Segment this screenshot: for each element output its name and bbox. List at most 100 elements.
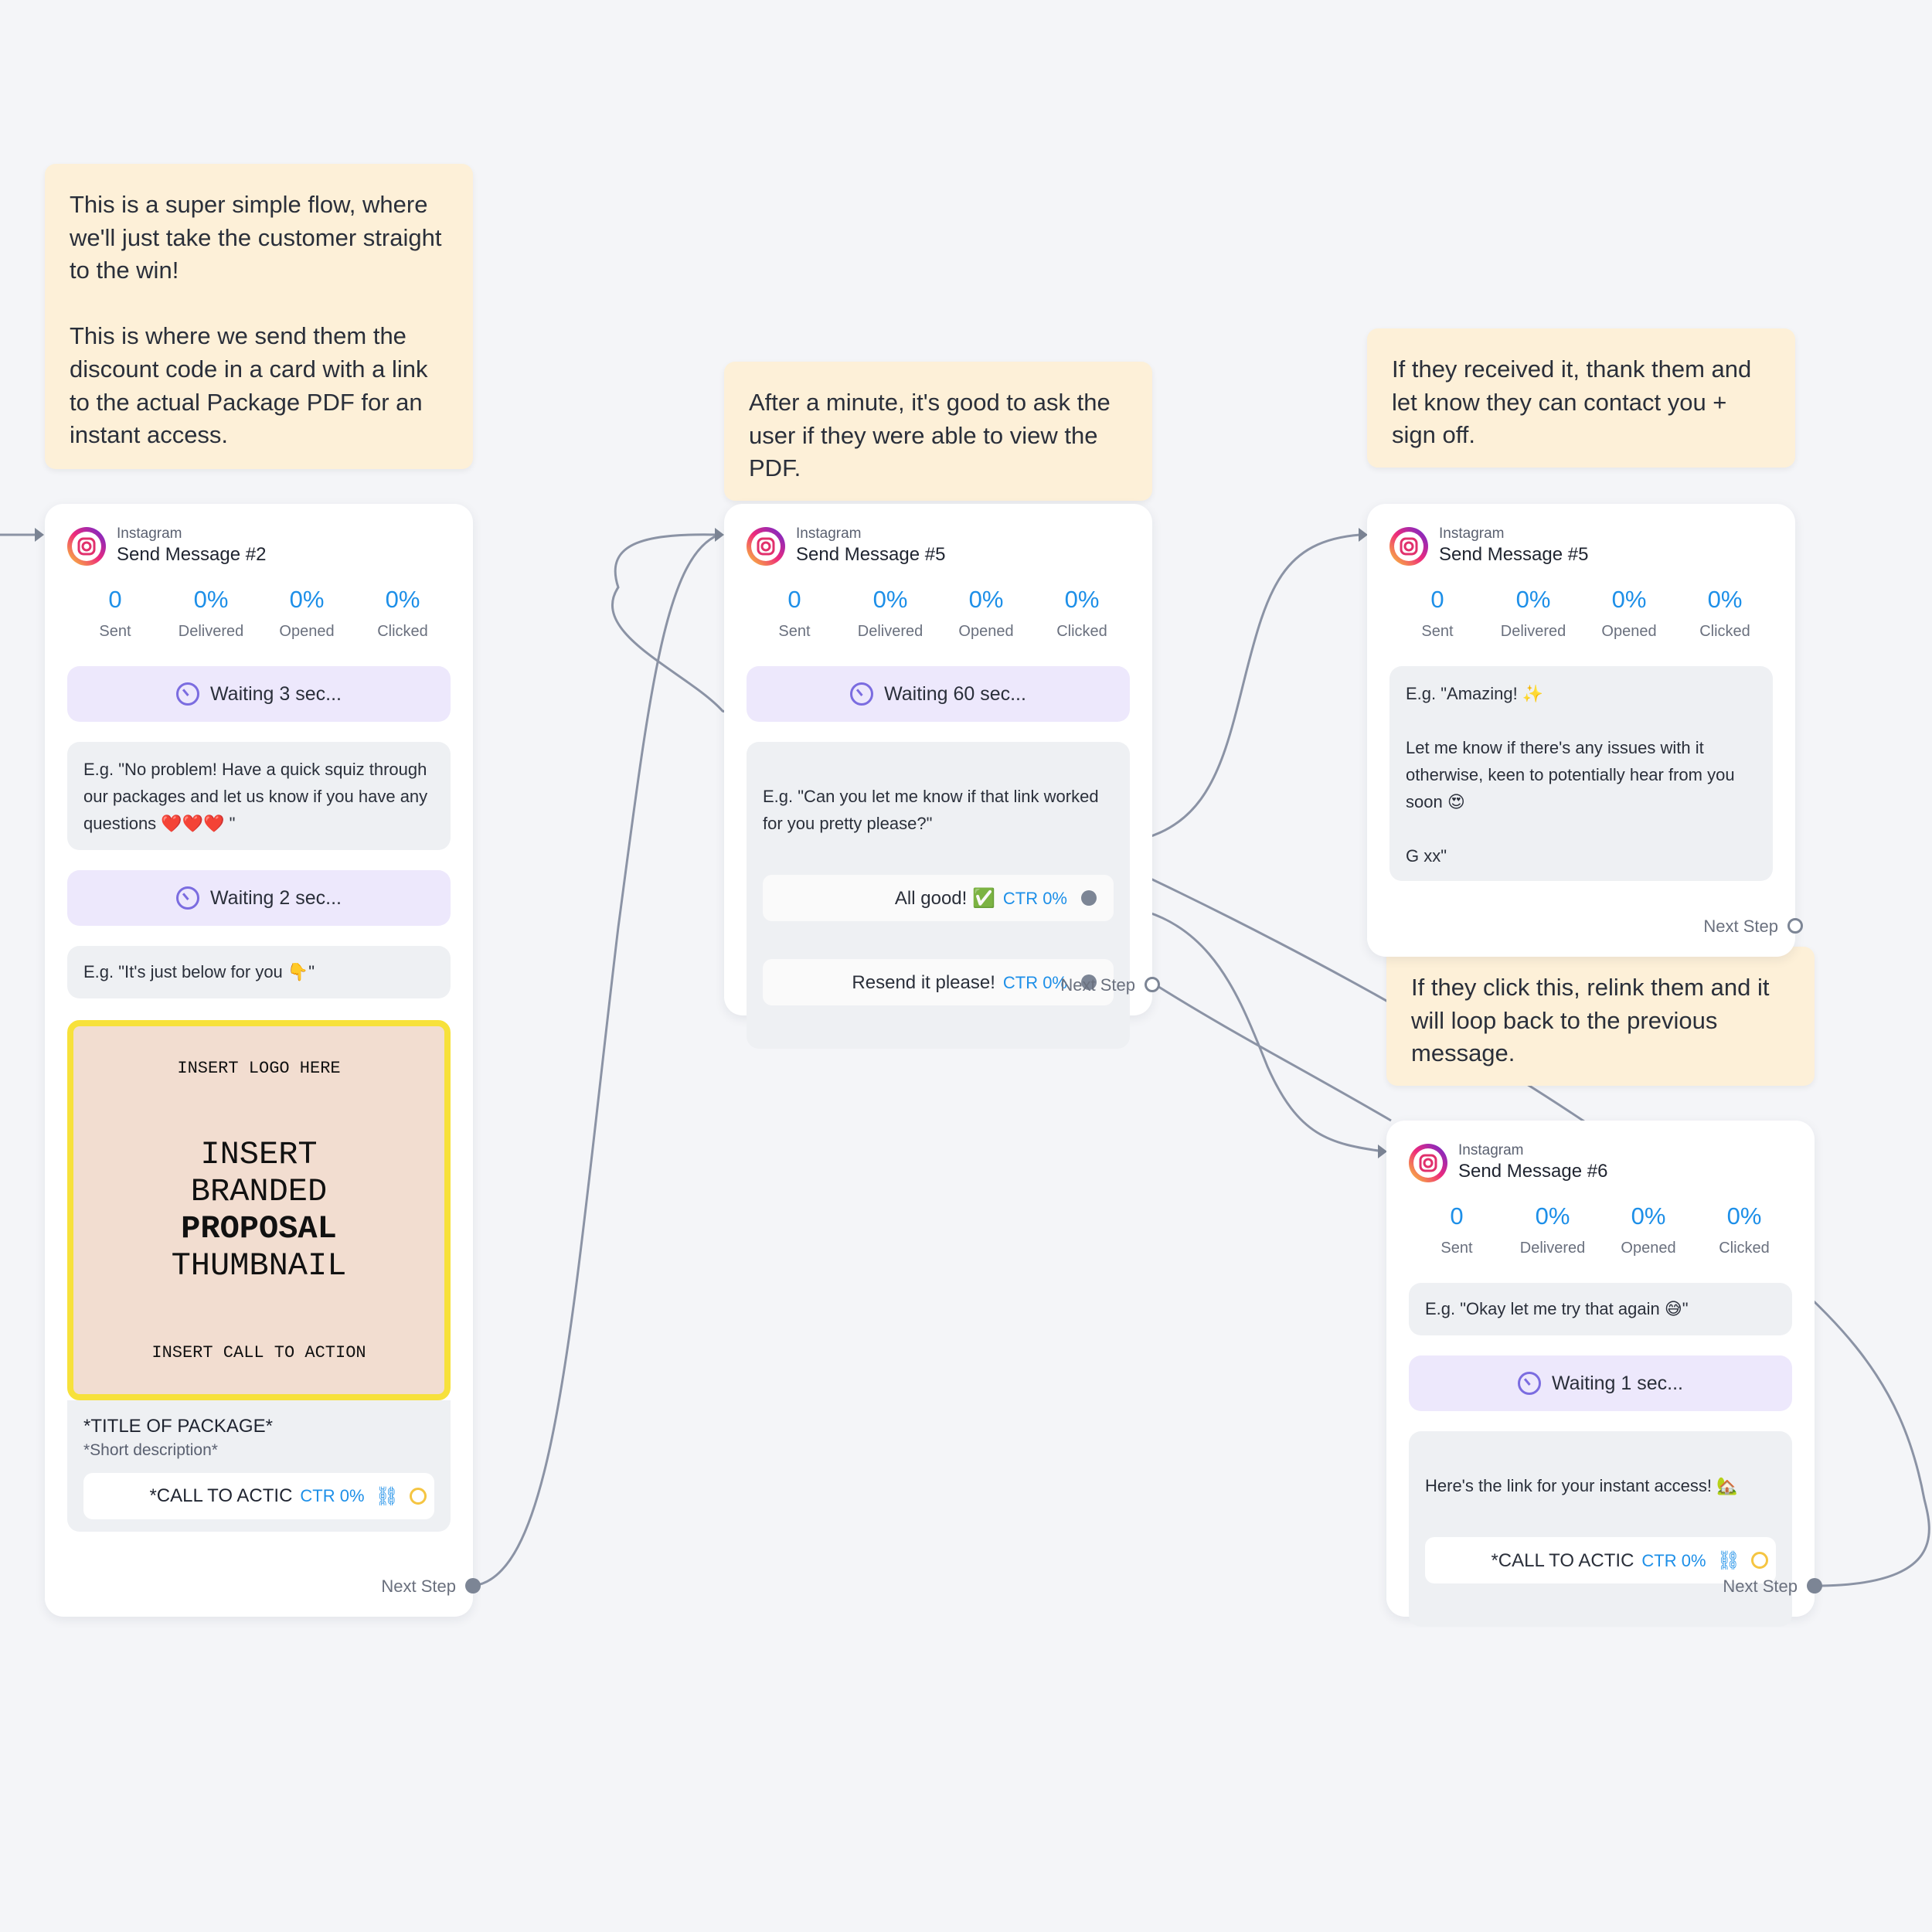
card-header: Instagram Send Message #5 xyxy=(1389,504,1773,578)
card-header: Instagram Send Message #6 xyxy=(1409,1121,1792,1195)
stat-sent-value: 0 xyxy=(787,586,801,613)
stat-delivered-label: Delivered xyxy=(857,623,923,640)
stat-sent-label: Sent xyxy=(1440,1240,1473,1257)
clock-icon xyxy=(176,682,199,706)
stat-delivered-label: Delivered xyxy=(178,623,244,640)
link-icon[interactable]: ⛓ xyxy=(1716,1549,1740,1571)
button-label: Resend it please! xyxy=(852,971,995,993)
stat-opened-label: Opened xyxy=(279,623,335,640)
card-header: Instagram Send Message #2 xyxy=(67,504,451,578)
wait-block[interactable]: Waiting 60 sec... xyxy=(747,666,1130,722)
instagram-icon xyxy=(1389,527,1428,566)
card-title: Send Message #5 xyxy=(796,544,946,565)
thumbnail-line-2: BRANDED xyxy=(190,1173,328,1210)
message-block[interactable]: Here's the link for your instant access!… xyxy=(1409,1431,1792,1627)
wait-block[interactable]: Waiting 1 sec... xyxy=(1409,1355,1792,1411)
message-text: E.g. "Can you let me know if that link w… xyxy=(763,787,1099,833)
stat-clicked-label: Clicked xyxy=(1056,623,1107,640)
message-block[interactable]: E.g. "No problem! Have a quick squiz thr… xyxy=(67,742,451,850)
wait-block[interactable]: Waiting 3 sec... xyxy=(67,666,451,722)
platform-label: Instagram xyxy=(1439,526,1505,542)
cta-label: *CALL TO ACTIC xyxy=(149,1485,293,1506)
message-block[interactable]: E.g. "Can you let me know if that link w… xyxy=(747,742,1130,1049)
note-intro[interactable]: This is a super simple flow, where we'll… xyxy=(45,164,473,469)
stat-clicked-value: 0% xyxy=(1707,586,1743,613)
note-ask-pdf[interactable]: After a minute, it's good to ask the use… xyxy=(724,362,1152,501)
arrowhead-card1 xyxy=(35,528,44,542)
stat-clicked-label: Clicked xyxy=(1719,1240,1770,1257)
clock-icon xyxy=(1518,1372,1541,1395)
next-step-label: Next Step xyxy=(381,1577,456,1596)
thumbnail-line-3: PROPOSAL xyxy=(181,1210,337,1247)
stat-delivered-value: 0% xyxy=(1535,1202,1570,1230)
button-label: All good! ✅ xyxy=(894,887,995,909)
stat-opened-value: 0% xyxy=(1611,586,1647,613)
instagram-icon xyxy=(1409,1144,1447,1182)
message-block[interactable]: E.g. "It's just below for you 👇" xyxy=(67,946,451,998)
stat-clicked-label: Clicked xyxy=(1699,623,1750,640)
cta-button[interactable]: *CALL TO ACTIC CTR 0% ⛓ xyxy=(83,1473,434,1519)
next-step-port[interactable] xyxy=(1787,918,1803,934)
next-step-port[interactable] xyxy=(1145,977,1160,992)
package-block: *TITLE OF PACKAGE* *Short description* *… xyxy=(67,1400,451,1532)
stat-sent-label: Sent xyxy=(99,623,131,640)
next-step-label: Next Step xyxy=(1703,917,1778,936)
stat-clicked-value: 0% xyxy=(385,586,420,613)
wait-block[interactable]: Waiting 2 sec... xyxy=(67,870,451,926)
button-ctr: CTR 0% xyxy=(1002,972,1067,992)
thumbnail-line-4: THUMBNAIL xyxy=(171,1247,347,1284)
wait-label: Waiting 60 sec... xyxy=(884,682,1026,705)
next-step-port[interactable] xyxy=(465,1578,481,1594)
quick-reply-button-resend[interactable]: Resend it please! CTR 0% xyxy=(763,959,1114,1005)
package-description: *Short description* xyxy=(83,1441,218,1459)
next-step-port[interactable] xyxy=(1807,1578,1822,1594)
clock-icon xyxy=(850,682,874,706)
message-block[interactable]: E.g. "Amazing! ✨ Let me know if there's … xyxy=(1389,666,1773,881)
instagram-icon xyxy=(747,527,785,566)
stat-opened-label: Opened xyxy=(1621,1240,1676,1257)
stat-opened-value: 0% xyxy=(968,586,1004,613)
link-icon[interactable]: ⛓ xyxy=(375,1485,399,1507)
cta-button[interactable]: *CALL TO ACTIC CTR 0% ⛓ xyxy=(1425,1537,1776,1583)
quick-reply-button-all-good[interactable]: All good! ✅ CTR 0% xyxy=(763,875,1114,921)
thumbnail-logo-text: INSERT LOGO HERE xyxy=(177,1059,341,1078)
card-title: Send Message #5 xyxy=(1439,544,1589,565)
wait-label: Waiting 3 sec... xyxy=(210,682,342,705)
wait-label: Waiting 1 sec... xyxy=(1552,1372,1683,1394)
cta-ctr: CTR 0% xyxy=(300,1486,365,1505)
stat-opened-value: 0% xyxy=(289,586,325,613)
card-title: Send Message #2 xyxy=(117,544,267,565)
stat-opened-label: Opened xyxy=(1601,623,1657,640)
stat-delivered-value: 0% xyxy=(872,586,908,613)
stat-sent-label: Sent xyxy=(1421,623,1454,640)
card-header: Instagram Send Message #5 xyxy=(747,504,1130,578)
stat-clicked-value: 0% xyxy=(1726,1202,1762,1230)
cta-port-icon[interactable] xyxy=(410,1488,427,1505)
platform-label: Instagram xyxy=(1458,1142,1524,1158)
stat-delivered-label: Delivered xyxy=(1519,1240,1586,1257)
stat-sent-value: 0 xyxy=(1430,586,1444,613)
clock-icon xyxy=(176,886,199,910)
message-block[interactable]: E.g. "Okay let me try that again 😅" xyxy=(1409,1283,1792,1335)
arrowhead-card2 xyxy=(715,528,724,542)
connector-card2-next xyxy=(1153,982,1392,1122)
button-port[interactable] xyxy=(1081,890,1097,906)
card-title: Send Message #6 xyxy=(1458,1161,1608,1182)
button-port[interactable] xyxy=(1081,975,1097,990)
thumbnail-cta-text: INSERT CALL TO ACTION xyxy=(151,1343,366,1362)
button-ctr: CTR 0% xyxy=(1002,888,1067,908)
stat-opened-value: 0% xyxy=(1631,1202,1666,1230)
note-relink[interactable]: If they click this, relink them and it w… xyxy=(1386,947,1815,1086)
stat-sent-label: Sent xyxy=(778,623,811,640)
cta-port-icon[interactable] xyxy=(1751,1552,1768,1569)
platform-label: Instagram xyxy=(796,526,862,542)
note-thank-them[interactable]: If they received it, thank them and let … xyxy=(1367,328,1795,468)
